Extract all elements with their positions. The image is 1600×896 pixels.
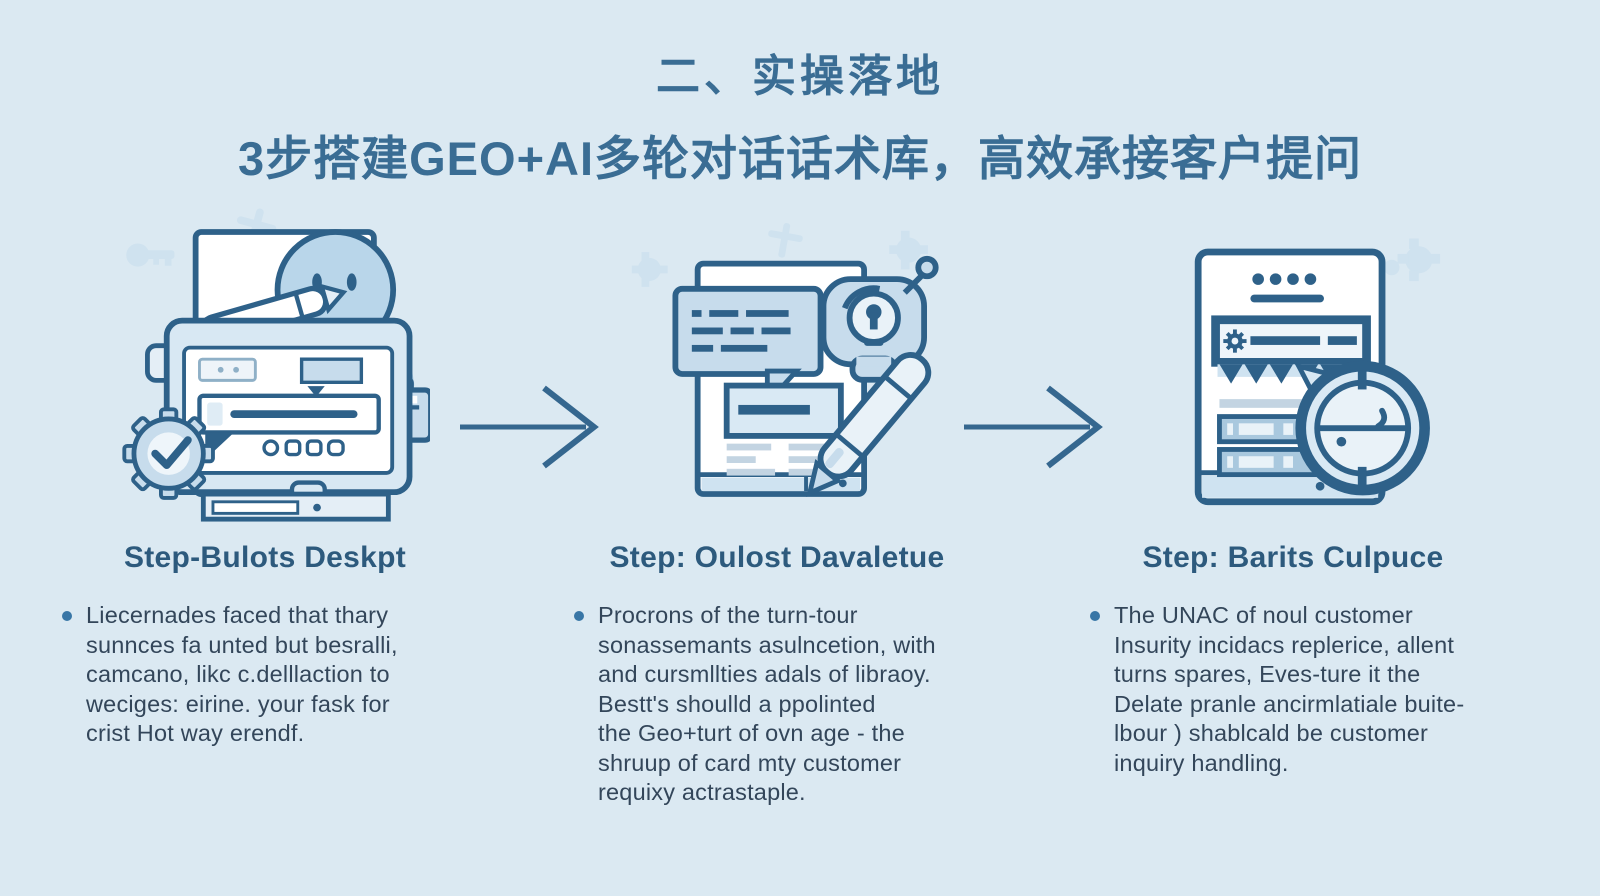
bullet-dot [574,611,584,621]
bullet-item: The UNAC of noul customer Insurity incid… [1078,601,1508,778]
page-title: 二、实操落地 [656,52,944,101]
step-heading-2: Step: Oulost Davaletue [609,541,945,574]
bullet-text-1: Liecernades faced that thary sunnces fa … [86,601,398,749]
bullet-item: Procrons of the turn-tour sonassemants a… [562,601,992,808]
bullet-line: weciges: eirine. your fask for [86,690,390,717]
bullet-line: sonassemants asulncetion, with [598,631,936,658]
inquiry-list-graphic [1194,238,1441,506]
bullet-line: Procrons of the turn-tour [598,602,858,628]
bullet-line: Bestt's shoulld a ppolinted [598,690,876,717]
bullet-line: inquiry handling. [1114,749,1289,776]
widget-chip [198,357,257,382]
gear-icon [889,230,928,270]
input-box [723,382,844,439]
emoji-row [262,439,345,457]
page-subtitle: 3步搭建GEO+AI多轮对话话术库，高效承接客户提问 [237,132,1363,185]
bullet-line: turns spares, Eves-ture it the [1114,661,1421,687]
gear-icon [631,252,668,287]
gear-check-icon [122,407,215,500]
bullet-line: Liecernades faced that thary [86,602,389,628]
step-column-2: Step: Oulost Davaletue Procrons of the t… [562,205,992,808]
bullet-line: sunnces fa unted but besralli, [86,631,398,658]
gear-icon [1223,329,1247,353]
bullet-line: crist Hot way erendf. [86,720,305,746]
bullet-line: requixy actrastaple. [598,779,806,805]
bullet-line: shruup of card mty customer [598,749,902,776]
lightbulb-bubble-icon [820,255,939,383]
bullet-line: the Geo+turt of ovn age - the [598,720,905,746]
bullet-line: Delate pranle ancirmlatiale buite- [1114,690,1465,717]
document-dialogue-graphic [631,223,939,497]
bullet-line: The UNAC of noul customer [1114,602,1413,628]
plane-icon [768,223,803,258]
bullet-line: and cursmllties adals of libraoy. [598,661,931,687]
bullet-dot [1090,611,1100,621]
bullet-line: camcano, likc c.delllaction to [86,661,390,687]
step-column-3: Step: Barits Culpuce The UNAC of noul cu… [1078,205,1508,778]
document-dialogue-illustration [562,205,992,523]
text-lines [726,443,839,476]
bullet-item: Liecernades faced that thary sunnces fa … [50,601,480,749]
bullet-text-3: The UNAC of noul customer Insurity incid… [1114,601,1464,778]
chat-console-illustration [50,205,480,523]
button-chip [299,357,364,384]
magnifier-clock-icon [1294,360,1430,496]
chat-console-graphic [122,208,430,522]
chat-monitor [163,317,413,496]
bullet-text-2: Procrons of the turn-tour sonassemants a… [598,601,936,808]
bullet-line: Insurity incidacs replerice, allent [1114,631,1455,658]
key-icon [126,243,175,267]
title-block: 二、实操落地 3步搭建GEO+AI多轮对话话术库，高效承接客户提问 [0,40,1600,189]
arrow-icon [460,385,599,469]
toolbar-row [1211,315,1371,367]
gear-icon [1383,238,1441,282]
arrow-icon [964,385,1103,469]
step-column-1: Step-Bulots Deskpt Liecernades faced tha… [50,205,480,749]
pen-icon [806,352,932,497]
bullet-line: lbour ) shablcald be customer [1114,720,1429,746]
console-base [200,480,391,522]
inquiry-list-illustration [1078,205,1508,523]
bullet-dot [62,611,72,621]
step-heading-1: Step-Bulots Deskpt [123,541,407,574]
step-heading-3: Step: Barits Culpuce [1142,541,1444,574]
header-dots [1250,273,1324,303]
